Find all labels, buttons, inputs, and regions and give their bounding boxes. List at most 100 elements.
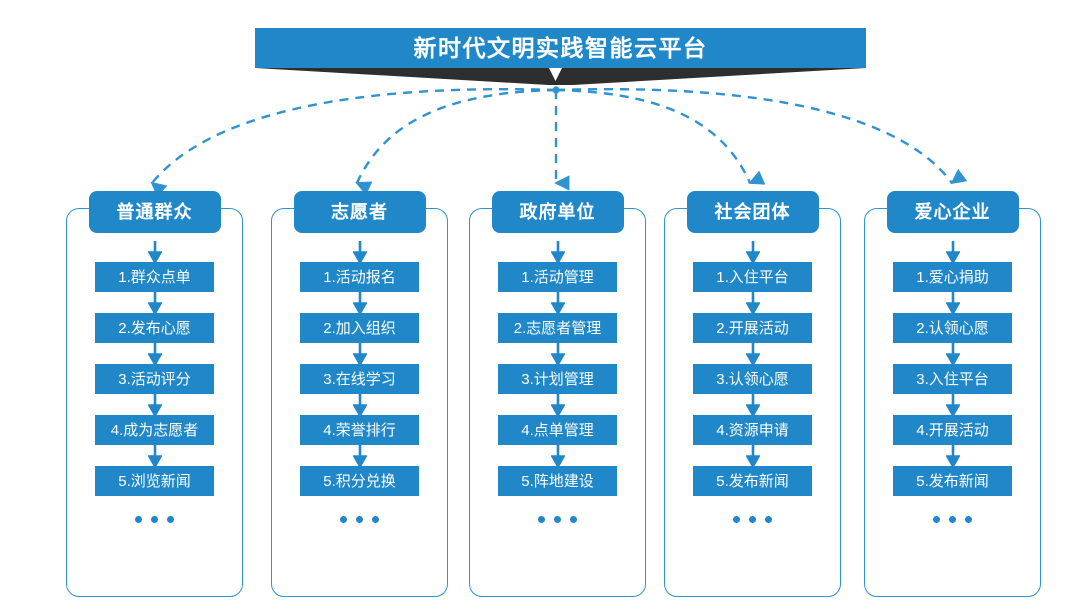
column-header-5[interactable]: 爱心企业 <box>886 191 1019 233</box>
down-arrow-icon <box>745 394 760 415</box>
down-arrow-icon <box>945 292 960 313</box>
flow-item[interactable]: 3.入住平台 <box>893 364 1012 394</box>
flow-item[interactable]: 3.活动评分 <box>95 364 214 394</box>
flow-item[interactable]: 3.计划管理 <box>498 364 617 394</box>
flow-item[interactable]: 5.浏览新闻 <box>95 466 214 496</box>
column-header-label: 普通群众 <box>116 202 193 222</box>
column-group-1: 普通群众 1.群众点单 2.发布心愿 3.活动评分 4.成为志愿者 5.浏览新闻 <box>66 191 243 597</box>
flow-item-label: 3.活动评分 <box>118 370 191 388</box>
flow-item[interactable]: 5.发布新闻 <box>693 466 812 496</box>
flow-item-label: 2.加入组织 <box>323 319 396 337</box>
down-arrow-icon <box>550 394 565 415</box>
column-header-label: 社会团体 <box>714 202 791 222</box>
flow-item-label: 2.开展活动 <box>716 319 789 337</box>
flow-item-label: 3.认领心愿 <box>716 370 789 388</box>
flow-item[interactable]: 2.开展活动 <box>693 313 812 343</box>
flow-item-label: 1.入住平台 <box>716 268 789 286</box>
column-body-2: 1.活动报名 2.加入组织 3.在线学习 4.荣誉排行 5.积分兑换 <box>272 241 447 523</box>
flow-item[interactable]: 2.志愿者管理 <box>498 313 617 343</box>
down-arrow-icon <box>147 343 162 364</box>
down-arrow-icon <box>745 445 760 466</box>
flow-item-label: 3.计划管理 <box>521 370 594 388</box>
flow-item[interactable]: 1.群众点单 <box>95 262 214 292</box>
down-arrow-icon <box>550 445 565 466</box>
flow-item[interactable]: 1.入住平台 <box>693 262 812 292</box>
flow-item[interactable]: 4.成为志愿者 <box>95 415 214 445</box>
flow-item[interactable]: 5.阵地建设 <box>498 466 617 496</box>
flow-item-label: 1.活动管理 <box>521 268 594 286</box>
connector-to-column-2 <box>355 88 557 196</box>
column-body-1: 1.群众点单 2.发布心愿 3.活动评分 4.成为志愿者 5.浏览新闻 <box>67 241 242 523</box>
flow-item-label: 1.爱心捐助 <box>916 268 989 286</box>
column-body-3: 1.活动管理 2.志愿者管理 3.计划管理 4.点单管理 5.阵地建设 <box>470 241 645 523</box>
flow-item[interactable]: 2.发布心愿 <box>95 313 214 343</box>
flow-item-label: 5.阵地建设 <box>521 472 594 490</box>
down-arrow-icon <box>352 241 367 262</box>
column-header-1[interactable]: 普通群众 <box>88 191 221 233</box>
down-arrow-icon <box>945 445 960 466</box>
down-arrow-icon <box>945 241 960 262</box>
flow-item-label: 1.群众点单 <box>118 268 191 286</box>
flow-item[interactable]: 1.爱心捐助 <box>893 262 1012 292</box>
hub-node <box>552 86 560 94</box>
down-arrow-icon <box>945 343 960 364</box>
flow-item-label: 1.活动报名 <box>323 268 396 286</box>
connector-to-column-1 <box>150 87 557 198</box>
flow-item-label: 2.志愿者管理 <box>513 319 602 337</box>
column-group-2: 志愿者 1.活动报名 2.加入组织 3.在线学习 4.荣誉排行 5.积分兑换 <box>271 191 448 597</box>
flow-item-label: 2.发布心愿 <box>118 319 191 337</box>
connector-to-column-5 <box>555 87 968 185</box>
down-arrow-icon <box>352 292 367 313</box>
column-header-label: 志愿者 <box>331 202 388 222</box>
banner-chevron-down-icon <box>549 68 562 81</box>
down-arrow-icon <box>352 343 367 364</box>
flow-item[interactable]: 1.活动报名 <box>300 262 419 292</box>
flow-item-label: 5.发布新闻 <box>916 472 989 490</box>
flow-item-label: 5.发布新闻 <box>716 472 789 490</box>
down-arrow-icon <box>745 241 760 262</box>
flow-item[interactable]: 2.加入组织 <box>300 313 419 343</box>
down-arrow-icon <box>147 394 162 415</box>
column-header-3[interactable]: 政府单位 <box>491 191 624 233</box>
flow-item[interactable]: 3.在线学习 <box>300 364 419 394</box>
column-group-3: 政府单位 1.活动管理 2.志愿者管理 3.计划管理 4.点单管理 5.阵地建设 <box>469 191 646 597</box>
flow-item-label: 4.资源申请 <box>716 421 789 439</box>
flow-item-label: 3.在线学习 <box>323 370 396 388</box>
column-header-4[interactable]: 社会团体 <box>686 191 819 233</box>
down-arrow-icon <box>147 445 162 466</box>
column-group-5: 爱心企业 1.爱心捐助 2.认领心愿 3.入住平台 4.开展活动 5.发布新闻 <box>864 191 1041 597</box>
flow-item-label: 4.荣誉排行 <box>323 421 396 439</box>
down-arrow-icon <box>745 292 760 313</box>
connector-to-column-4 <box>555 88 766 185</box>
flow-item[interactable]: 4.资源申请 <box>693 415 812 445</box>
flow-item[interactable]: 4.点单管理 <box>498 415 617 445</box>
down-arrow-icon <box>550 343 565 364</box>
flow-item[interactable]: 5.发布新闻 <box>893 466 1012 496</box>
flow-item[interactable]: 4.开展活动 <box>893 415 1012 445</box>
flow-item-label: 2.认领心愿 <box>916 319 989 337</box>
down-arrow-icon <box>550 241 565 262</box>
flow-item[interactable]: 2.认领心愿 <box>893 313 1012 343</box>
down-arrow-icon <box>945 394 960 415</box>
flow-item-label: 4.点单管理 <box>521 421 594 439</box>
flow-item-label: 5.积分兑换 <box>323 472 396 490</box>
flow-item[interactable]: 4.荣誉排行 <box>300 415 419 445</box>
column-header-label: 政府单位 <box>519 202 596 222</box>
flow-item-label: 4.成为志愿者 <box>110 421 199 439</box>
flow-item-label: 5.浏览新闻 <box>118 472 191 490</box>
more-items-ellipsis <box>340 516 379 523</box>
flow-item[interactable]: 3.认领心愿 <box>693 364 812 394</box>
column-header-2[interactable]: 志愿者 <box>293 191 426 233</box>
down-arrow-icon <box>745 343 760 364</box>
column-header-label: 爱心企业 <box>914 202 991 222</box>
down-arrow-icon <box>352 394 367 415</box>
flow-item[interactable]: 1.活动管理 <box>498 262 617 292</box>
more-items-ellipsis <box>933 516 972 523</box>
more-items-ellipsis <box>135 516 174 523</box>
column-body-5: 1.爱心捐助 2.认领心愿 3.入住平台 4.开展活动 5.发布新闻 <box>865 241 1040 523</box>
more-items-ellipsis <box>538 516 577 523</box>
down-arrow-icon <box>352 445 367 466</box>
flow-item[interactable]: 5.积分兑换 <box>300 466 419 496</box>
flow-item-label: 4.开展活动 <box>916 421 989 439</box>
